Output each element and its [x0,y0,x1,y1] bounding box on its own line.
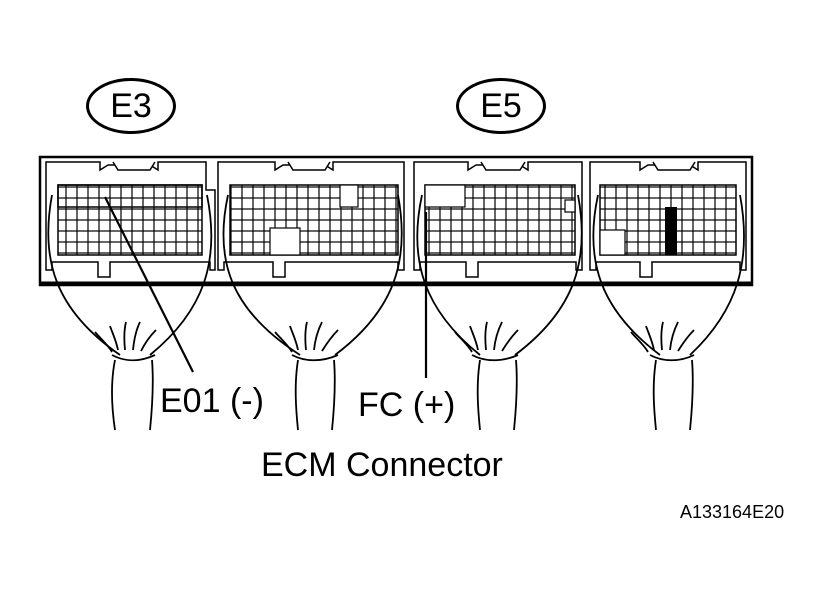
connector-block-1 [45,161,216,278]
connector-block-2 [217,161,405,278]
wire-harness-1 [47,194,213,431]
connector-block-3 [413,161,583,278]
connector-id-e3: E3 [86,78,176,134]
connector-id-e5-label: E5 [480,86,522,125]
diagram-caption: ECM Connector [261,446,503,484]
connector-id-e5: E5 [456,78,546,134]
pin-label-fc: FC (+) [358,386,456,424]
wire-harness-4 [592,194,745,431]
pin-label-e01: E01 (-) [160,382,264,420]
connector-id-e3-label: E3 [110,86,152,125]
figure-id: A133164E20 [680,502,785,522]
e01-leader-line [104,196,194,373]
wire-harness-3 [416,194,583,431]
wire-harness-2 [222,194,403,431]
connector-block-4 [589,161,747,278]
